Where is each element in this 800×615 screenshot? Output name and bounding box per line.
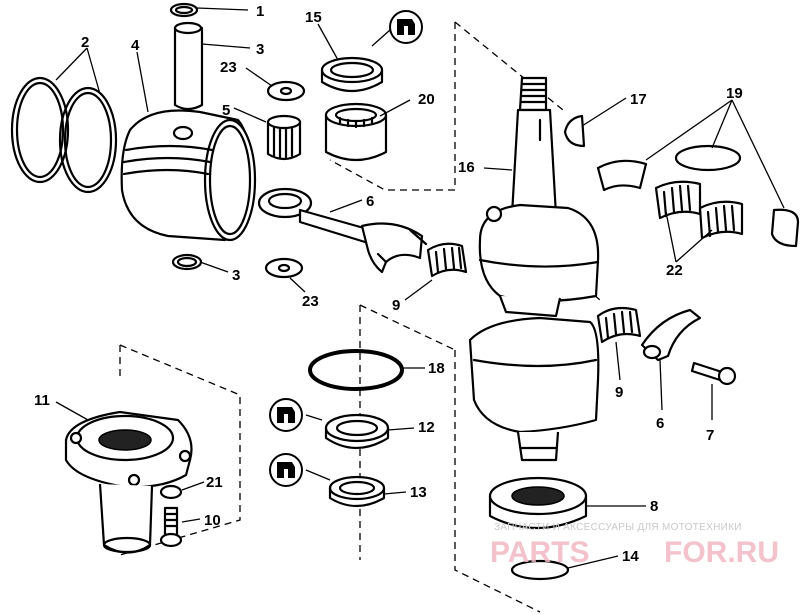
piston [120,109,257,242]
callout-label: 18 [428,360,445,377]
watermark: ЗАПЧАСТИ И АКСЕССУАРЫ ДЛЯ МОТОТЕХНИКИ PA… [490,522,779,569]
callout-label: 1 [256,3,264,20]
lower-bearing-housing [64,410,193,554]
o-ring [308,349,404,391]
wrist-pin-needle-bearing [266,114,302,161]
callout-label: 11 [34,392,50,409]
callout-label: 6 [656,415,664,432]
retaining-ring-top [169,2,199,18]
callout-label: 23 [302,293,319,310]
callout-label: 3 [256,41,264,58]
sealant-tube-icon [389,10,423,44]
watermark-tagline: ЗАПЧАСТИ И АКСЕССУАРЫ ДЛЯ МОТОТЕХНИКИ [494,522,742,533]
callout-label: 21 [206,474,223,491]
callout-label: 19 [726,85,743,102]
piston-rings [10,76,118,194]
callout-label: 2 [81,34,89,51]
oil-seal-13 [328,475,386,508]
woodruff-key [563,114,586,148]
sealant-tube-icon [269,398,303,432]
watermark-brand-left: PARTS [490,536,589,569]
center-needle-bearing-upper [654,180,702,220]
rod-cap [640,308,702,362]
callout-label: 20 [418,91,435,108]
thrust-washer-top [266,80,306,102]
bearing-race-left [596,159,648,192]
oil-seal-12 [324,413,390,449]
thrust-washer-bottom [264,257,304,279]
lower-ball-bearing [488,476,588,530]
callout-label: 6 [366,193,374,210]
retaining-ring-bottom [171,253,203,271]
leader-lines [55,7,785,569]
upper-main-bearing [324,102,388,162]
callout-label: 9 [392,297,400,314]
callout-label: 22 [666,262,683,279]
crankshaft [468,76,600,462]
callout-label: 5 [222,102,230,119]
oil-seal-upper [320,56,384,92]
callout-labels: 1 2 3 4 23 5 15 20 6 3 23 9 17 19 16 22 … [34,3,743,565]
housing-washer [159,484,183,500]
callout-label: 15 [305,9,322,26]
callout-label: 4 [131,37,140,54]
callout-label: 12 [418,419,435,436]
callout-label: 7 [706,427,714,444]
connecting-rod [257,187,428,274]
callout-label: 10 [204,512,221,529]
callout-label: 14 [622,548,639,565]
callout-label: 3 [232,267,240,284]
bearing-snap-ring [510,559,570,581]
bearing-retaining-ring [674,144,742,172]
callout-label: 16 [458,159,475,176]
callout-label: 13 [410,484,427,501]
wrist-pin [173,21,204,111]
callout-label: 9 [615,384,623,401]
rod-bearing-lower [596,306,642,344]
callout-label: 17 [630,91,647,108]
callout-label: 8 [650,498,658,515]
rod-bolt [690,361,737,386]
center-needle-bearing-lower [698,200,744,240]
housing-screw [159,506,183,548]
bearing-race-right [770,208,800,248]
rod-bearing-upper [426,242,468,278]
watermark-brand-right: FOR.RU [664,536,779,569]
callout-label: 23 [220,59,237,76]
sealant-tube-icon [269,453,303,487]
